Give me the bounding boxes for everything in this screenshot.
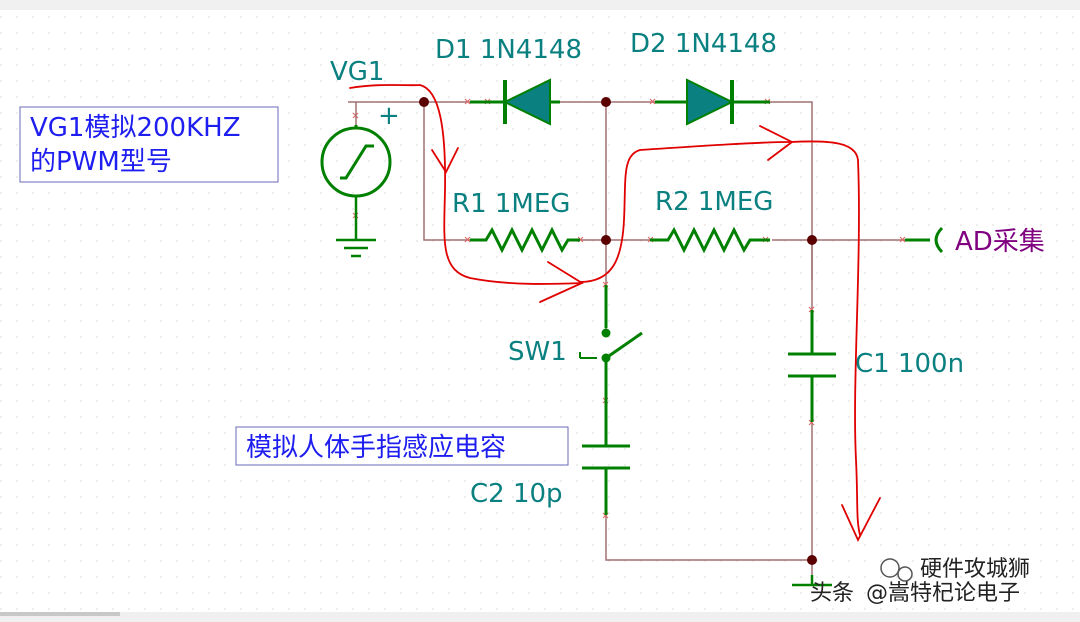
r1-label: R1 1MEG xyxy=(452,189,570,219)
discharge-path-upper xyxy=(579,141,791,283)
arrowhead-down-right xyxy=(841,497,881,543)
d1-label: D1 1N4148 xyxy=(435,35,582,65)
pwm-step-icon xyxy=(340,144,374,180)
current-path-annotation xyxy=(349,84,881,543)
source-note-line1: VG1模拟200KHZ xyxy=(30,113,241,143)
scrollbar-fragment xyxy=(0,612,120,616)
arrowhead-down xyxy=(431,147,459,174)
watermark-account: @嵩特杞论电子 xyxy=(866,581,1020,606)
polarity-plus: + xyxy=(378,101,400,131)
resistor-r1 xyxy=(470,226,580,254)
c1-label: C1 100n xyxy=(855,349,964,379)
c2-label: C2 10p xyxy=(470,479,563,509)
source-vg1: + VG1 xyxy=(320,57,400,258)
watermark-channel: 硬件攻城狮 xyxy=(920,557,1030,582)
d2-label: D2 1N4148 xyxy=(630,29,777,59)
ground-icon xyxy=(336,238,376,258)
r2-label: R2 1MEG xyxy=(655,187,773,217)
watermark-platform: 头条 xyxy=(810,581,854,606)
capacitor-c1 xyxy=(788,310,836,422)
source-label: VG1 xyxy=(330,57,384,87)
port-connector-icon xyxy=(905,226,944,254)
cap-note: 模拟人体手指感应电容 xyxy=(246,433,506,463)
diode-d1: D1 1N4148 xyxy=(435,35,582,126)
capacitor-c2 xyxy=(582,400,630,515)
cap-note-box: 模拟人体手指感应电容 xyxy=(235,426,569,466)
wire-to-r1 xyxy=(423,102,470,241)
sw1-label: SW1 xyxy=(508,337,567,367)
switch-sw1 xyxy=(579,285,643,400)
arrowhead-right-lower xyxy=(539,261,584,303)
wire-top-right xyxy=(770,101,813,280)
wechat-icon xyxy=(880,558,900,578)
resistor-r2 xyxy=(650,226,770,254)
port-label: AD采集 xyxy=(955,227,1045,257)
charge-path-arrow xyxy=(349,84,583,285)
diode-d2: D2 1N4148 xyxy=(630,29,777,126)
source-note-line2: 的PWM型号 xyxy=(30,147,172,177)
discharge-path-right xyxy=(789,140,861,536)
watermark: 硬件攻城狮 头条 @嵩特杞论电子 xyxy=(810,557,1030,606)
junction-nodes xyxy=(419,97,817,565)
ground-icon-right xyxy=(792,575,832,587)
source-note-box: VG1模拟200KHZ 的PWM型号 xyxy=(19,106,279,183)
